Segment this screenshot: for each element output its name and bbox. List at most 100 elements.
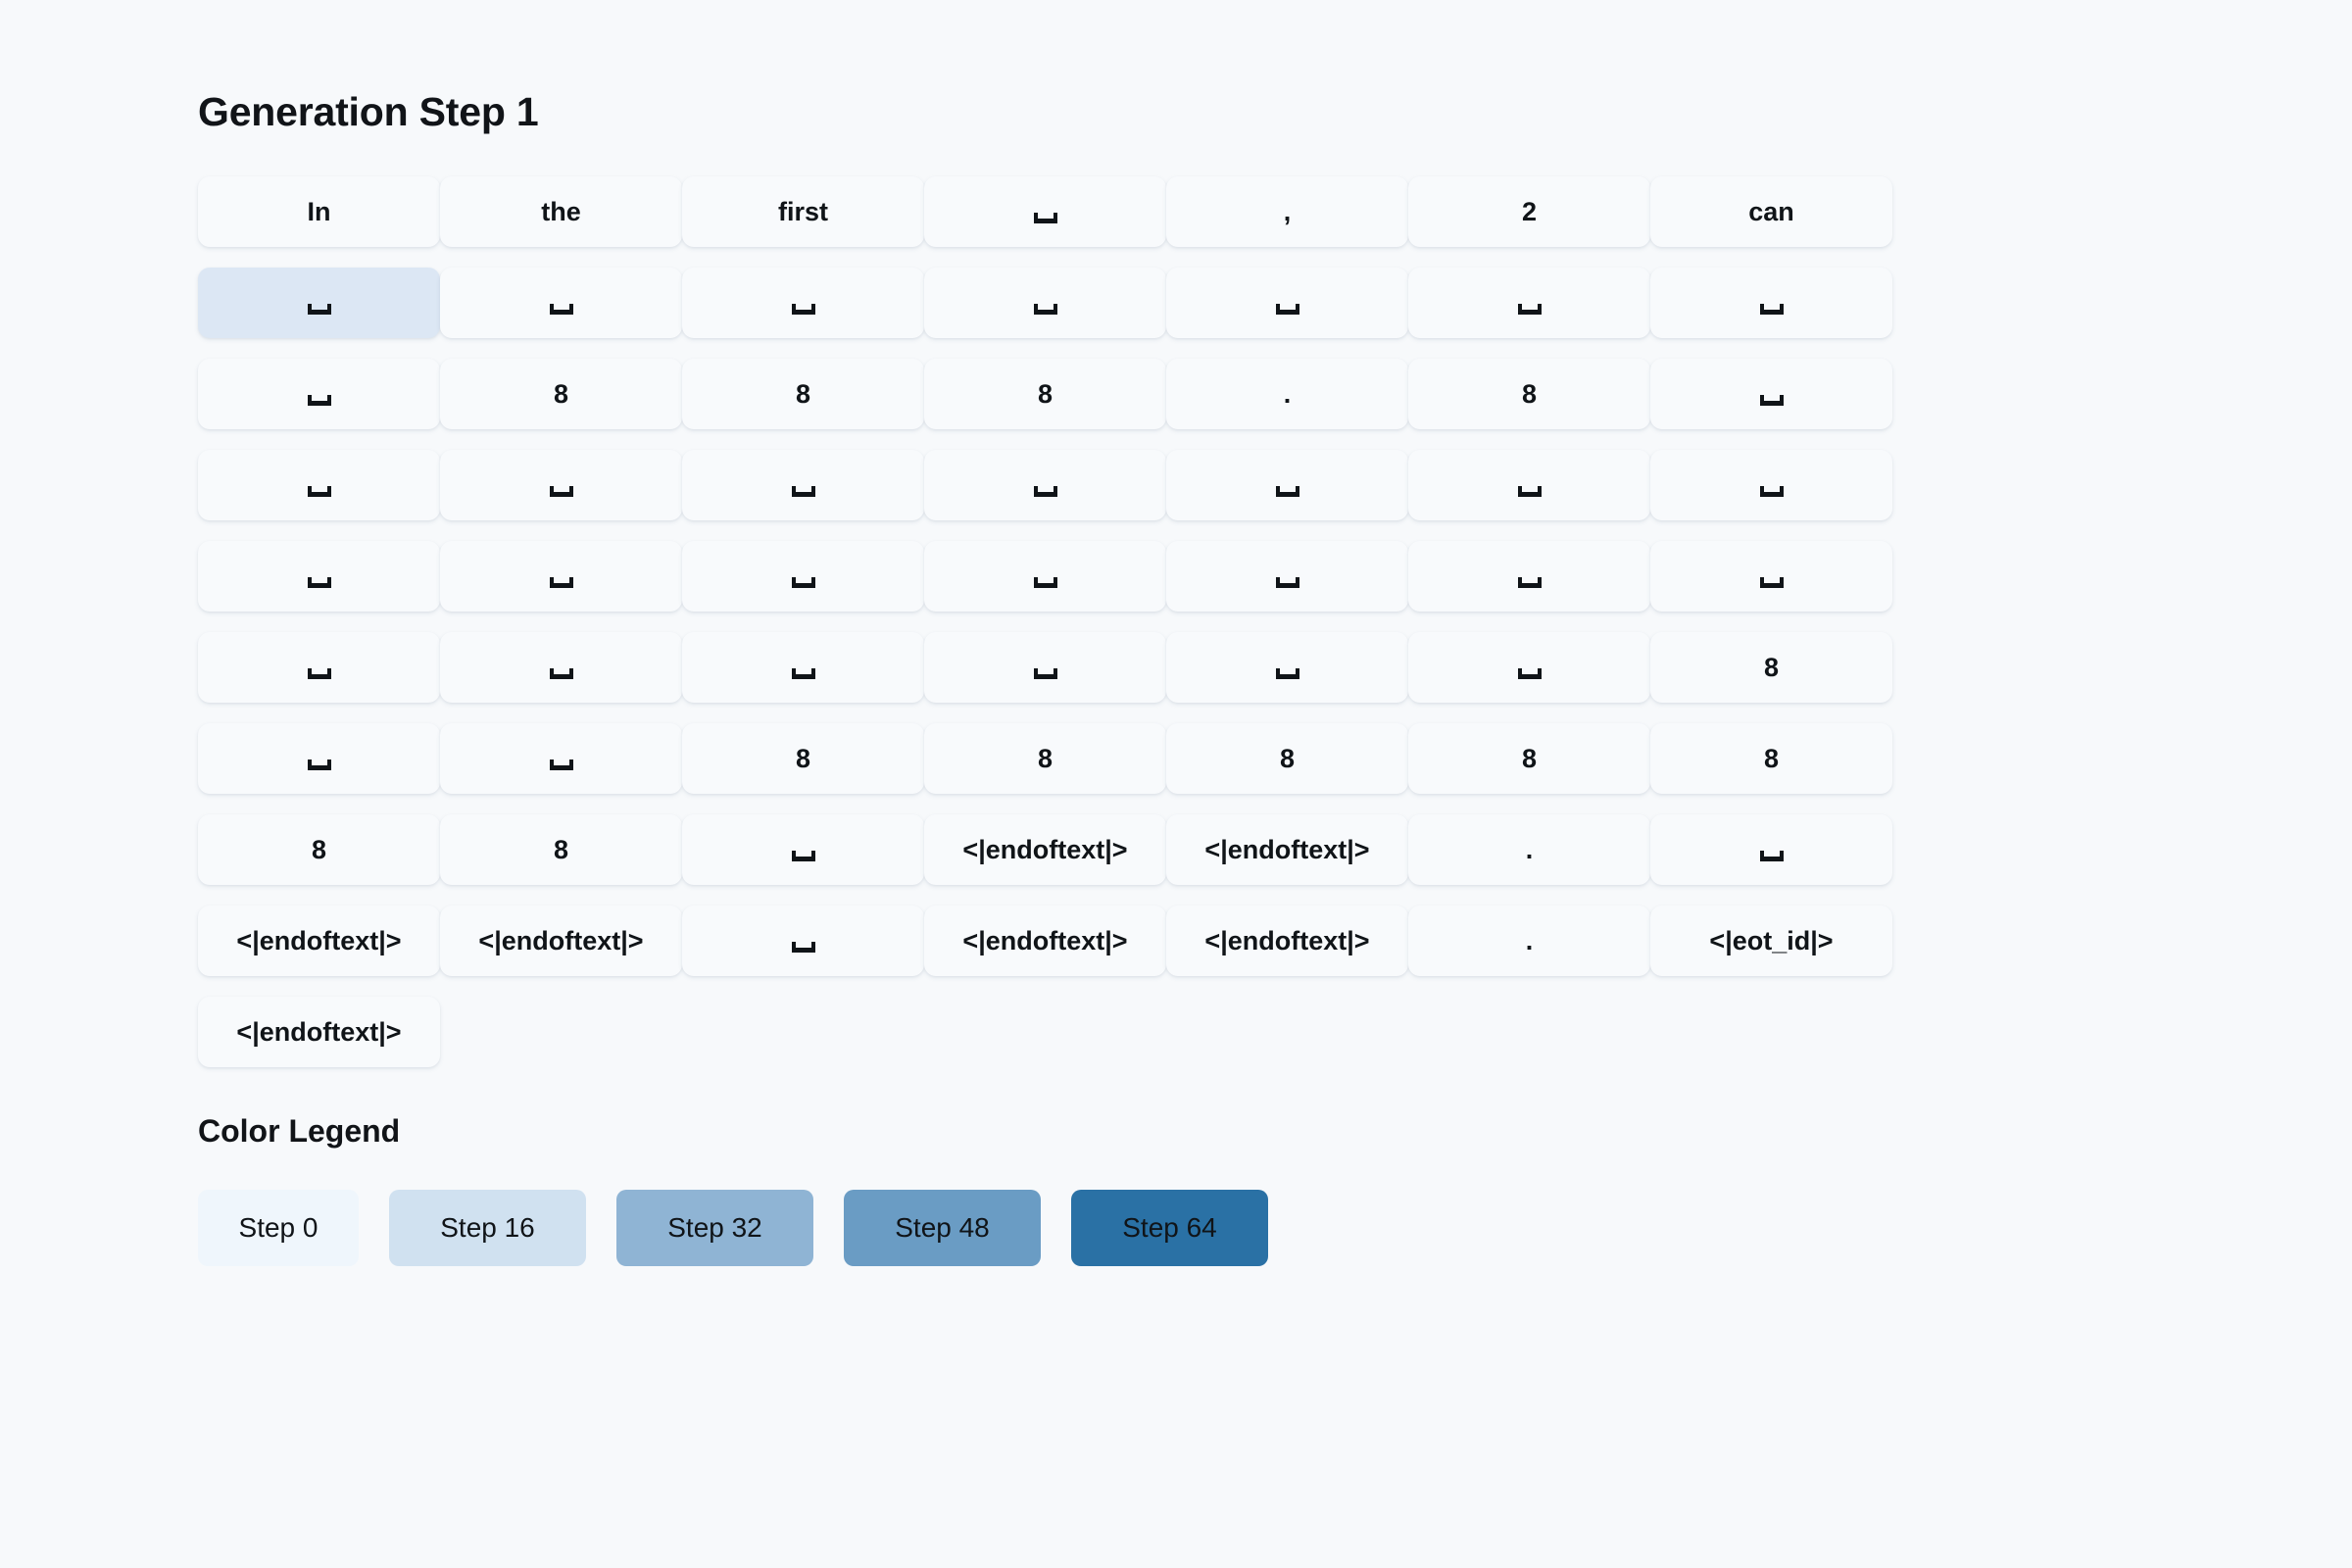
- token-chip-space-icon[interactable]: [198, 723, 440, 795]
- token-chip[interactable]: <|endoftext|>: [1166, 906, 1408, 977]
- token-cell: 8: [682, 359, 924, 430]
- token-chip[interactable]: <|eot_id|>: [1650, 906, 1892, 977]
- token-chip[interactable]: <|endoftext|>: [198, 997, 440, 1068]
- token-chip-space-icon[interactable]: [1408, 541, 1650, 612]
- legend-swatch[interactable]: Step 32: [616, 1190, 813, 1267]
- token-cell: [1650, 268, 1892, 339]
- token-chip-space-icon[interactable]: [440, 541, 682, 612]
- space-symbol-icon: [1517, 576, 1542, 588]
- token-cell: [682, 632, 924, 704]
- token-chip-space-icon[interactable]: [1166, 268, 1408, 339]
- token-chip-space-icon[interactable]: [682, 906, 924, 977]
- token-cell: 8: [682, 723, 924, 795]
- token-chip-space-icon[interactable]: [924, 632, 1166, 704]
- legend-swatch[interactable]: Step 64: [1071, 1190, 1268, 1267]
- token-cell: [682, 268, 924, 339]
- token-chip-space-icon[interactable]: [198, 541, 440, 612]
- token-chip[interactable]: <|endoftext|>: [924, 906, 1166, 977]
- token-chip-space-icon[interactable]: [1166, 632, 1408, 704]
- token-chip[interactable]: 8: [682, 723, 924, 795]
- space-symbol-icon: [791, 850, 815, 861]
- space-symbol-icon: [1517, 667, 1542, 679]
- token-chip[interactable]: can: [1650, 176, 1892, 248]
- token-chip[interactable]: 2: [1408, 176, 1650, 248]
- legend-swatch[interactable]: Step 16: [389, 1190, 586, 1267]
- token-chip-space-icon[interactable]: [198, 268, 440, 339]
- token-chip-space-icon[interactable]: [440, 268, 682, 339]
- token-chip-space-icon[interactable]: [682, 541, 924, 612]
- token-cell: [1408, 268, 1650, 339]
- token-cell: [1650, 541, 1892, 612]
- token-chip[interactable]: <|endoftext|>: [924, 814, 1166, 886]
- token-cell: [1408, 450, 1650, 521]
- token-chip-space-icon[interactable]: [1408, 632, 1650, 704]
- token-chip-space-icon[interactable]: [1166, 450, 1408, 521]
- token-chip[interactable]: 8: [924, 359, 1166, 430]
- token-chip[interactable]: ,: [1166, 176, 1408, 248]
- token-cell: [440, 723, 682, 795]
- token-cell: 8: [1650, 632, 1892, 704]
- token-chip[interactable]: <|endoftext|>: [440, 906, 682, 977]
- token-cell: [1166, 541, 1408, 612]
- token-chip[interactable]: 8: [440, 814, 682, 886]
- token-chip-space-icon[interactable]: [682, 268, 924, 339]
- token-chip[interactable]: 8: [1650, 723, 1892, 795]
- token-chip[interactable]: .: [1166, 359, 1408, 430]
- token-cell: ,: [1166, 176, 1408, 248]
- space-symbol-icon: [1033, 303, 1057, 315]
- space-symbol-icon: [1275, 485, 1299, 497]
- token-cell: [1408, 632, 1650, 704]
- token-chip[interactable]: 8: [198, 814, 440, 886]
- token-chip-space-icon[interactable]: [1650, 814, 1892, 886]
- token-chip[interactable]: 8: [1650, 632, 1892, 704]
- token-chip-space-icon[interactable]: [440, 723, 682, 795]
- token-chip[interactable]: In: [198, 176, 440, 248]
- token-chip[interactable]: first: [682, 176, 924, 248]
- token-chip[interactable]: .: [1408, 814, 1650, 886]
- legend-swatch[interactable]: Step 48: [844, 1190, 1041, 1267]
- token-chip[interactable]: 8: [682, 359, 924, 430]
- token-cell: 8: [1408, 723, 1650, 795]
- token-chip-space-icon[interactable]: [198, 632, 440, 704]
- token-chip[interactable]: 8: [440, 359, 682, 430]
- token-chip-space-icon[interactable]: [1650, 268, 1892, 339]
- token-chip[interactable]: <|endoftext|>: [1166, 814, 1408, 886]
- token-chip-space-icon[interactable]: [924, 450, 1166, 521]
- token-cell: 8: [924, 359, 1166, 430]
- token-chip[interactable]: 8: [1408, 359, 1650, 430]
- token-chip-space-icon[interactable]: [1650, 359, 1892, 430]
- token-cell: .: [1166, 359, 1408, 430]
- token-chip-space-icon[interactable]: [682, 450, 924, 521]
- token-cell: <|endoftext|>: [198, 906, 440, 977]
- space-symbol-icon: [1759, 485, 1784, 497]
- token-chip-space-icon[interactable]: [440, 632, 682, 704]
- token-cell: [1166, 632, 1408, 704]
- token-chip-space-icon[interactable]: [1166, 541, 1408, 612]
- token-chip-space-icon[interactable]: [1408, 268, 1650, 339]
- token-chip-space-icon[interactable]: [682, 632, 924, 704]
- token-chip[interactable]: the: [440, 176, 682, 248]
- token-chip[interactable]: 8: [1166, 723, 1408, 795]
- token-chip-space-icon[interactable]: [440, 450, 682, 521]
- token-chip[interactable]: <|endoftext|>: [198, 906, 440, 977]
- token-chip-space-icon[interactable]: [198, 359, 440, 430]
- token-chip-space-icon[interactable]: [682, 814, 924, 886]
- token-chip-space-icon[interactable]: [198, 450, 440, 521]
- space-symbol-icon: [791, 576, 815, 588]
- token-cell: [198, 359, 440, 430]
- token-chip-space-icon[interactable]: [924, 176, 1166, 248]
- token-chip-space-icon[interactable]: [1650, 541, 1892, 612]
- token-chip[interactable]: 8: [1408, 723, 1650, 795]
- token-cell: [682, 450, 924, 521]
- token-chip[interactable]: 8: [924, 723, 1166, 795]
- token-chip-space-icon[interactable]: [1650, 450, 1892, 521]
- legend-swatch[interactable]: Step 0: [198, 1190, 359, 1267]
- token-chip[interactable]: .: [1408, 906, 1650, 977]
- space-symbol-icon: [1517, 485, 1542, 497]
- token-chip-space-icon[interactable]: [924, 268, 1166, 339]
- token-chip-space-icon[interactable]: [924, 541, 1166, 612]
- token-cell: .: [1408, 814, 1650, 886]
- token-chip-space-icon[interactable]: [1408, 450, 1650, 521]
- token-cell: first: [682, 176, 924, 248]
- space-symbol-icon: [1275, 667, 1299, 679]
